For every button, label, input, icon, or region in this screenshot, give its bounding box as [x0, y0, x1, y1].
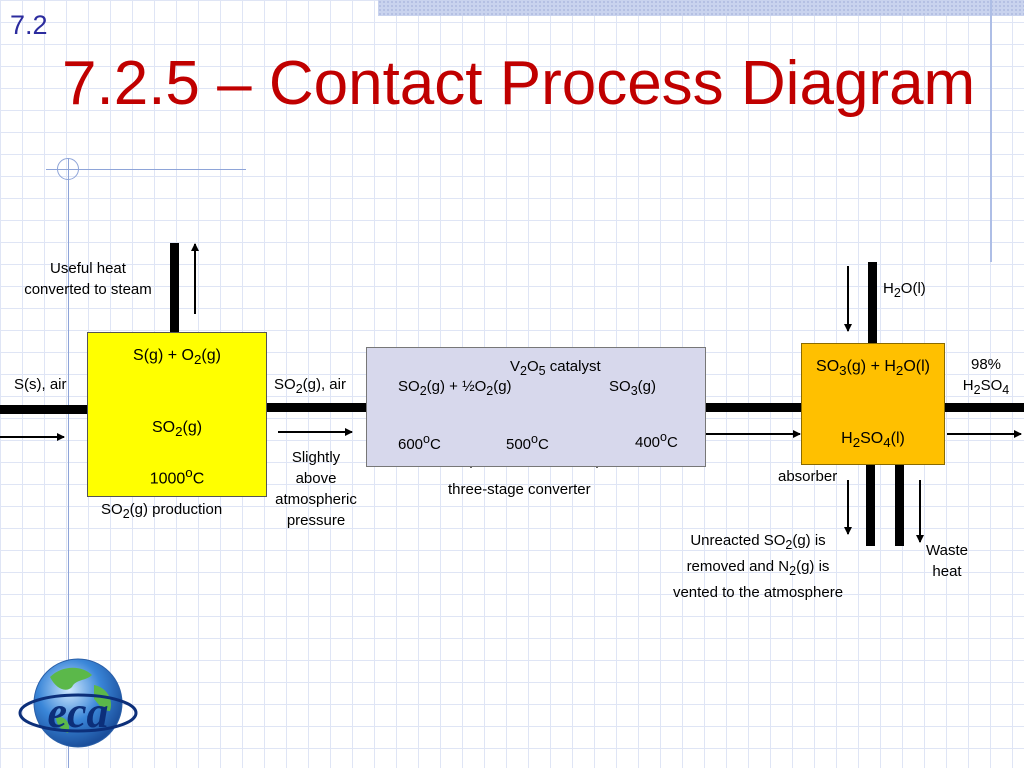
production-reaction: S(g) + O2(g) — [133, 347, 221, 368]
section-number: 7.2 — [10, 10, 48, 40]
production-temperature: 1000oC — [149, 465, 205, 488]
stage-temp-1: 600oC — [398, 432, 441, 453]
absorber-box: SO3(g) + H2O(l) H2SO4(l) — [801, 343, 945, 465]
left-decor-vline — [68, 158, 69, 768]
input-label: S(s), air — [14, 376, 67, 393]
svg-text:eca: eca — [47, 688, 108, 737]
water-pipe — [868, 262, 877, 344]
main-flow-line-right — [944, 403, 1024, 412]
right-decor-line — [990, 0, 992, 262]
catalyst-label: V2O5 catalyst — [510, 358, 601, 378]
production-caption: SO2(g) production — [101, 501, 223, 521]
main-flow-line-left — [0, 405, 88, 414]
converter-reaction-reactants: SO2(g) + ½O2(g) — [398, 378, 512, 398]
vent-pipe — [866, 464, 875, 546]
so2-air-label: SO2(g), air — [274, 376, 346, 396]
left-decor-hline — [46, 169, 246, 170]
waste-heat-label: Waste heat — [926, 542, 968, 580]
converter-caption: three-stage converter — [448, 481, 591, 498]
decor-ring — [57, 158, 79, 180]
water-in-label: H2O(l) — [883, 280, 926, 300]
product-output-label: 98% H2SO4 — [962, 356, 1010, 397]
absorber-caption: absorber — [778, 468, 838, 485]
eca-logo: eca — [18, 658, 138, 748]
production-product: SO2(g) — [151, 419, 203, 440]
page-title: 7.2.5 – Contact Process Diagram — [62, 49, 976, 118]
unreacted-gas-label: Unreacted SO2(g) is removed and N2(g) is… — [672, 532, 844, 601]
steam-pipe — [170, 243, 179, 333]
so2-production-box: S(g) + O2(g) SO2(g) 1000oC — [87, 332, 267, 497]
stage-temp-3: 400oC — [635, 430, 678, 451]
absorber-product: H2SO4(l) — [841, 430, 905, 451]
heat-pipe — [895, 464, 904, 546]
main-flow-line-1 — [266, 403, 367, 412]
three-stage-converter-box: V2O5 catalyst SO2(g) + ½O2(g) SO3(g) 600… — [366, 347, 706, 467]
pressure-label: Slightly above atmospheric pressure — [275, 449, 357, 529]
converter-reaction-product: SO3(g) — [609, 378, 656, 398]
main-flow-line-2 — [705, 403, 802, 412]
absorber-reaction: SO3(g) + H2O(l) — [816, 358, 930, 379]
stage-temp-2: 500oC — [506, 432, 549, 453]
header-pattern-bar — [378, 0, 1024, 16]
useful-heat-label: Useful heat converted to steam — [24, 260, 152, 298]
